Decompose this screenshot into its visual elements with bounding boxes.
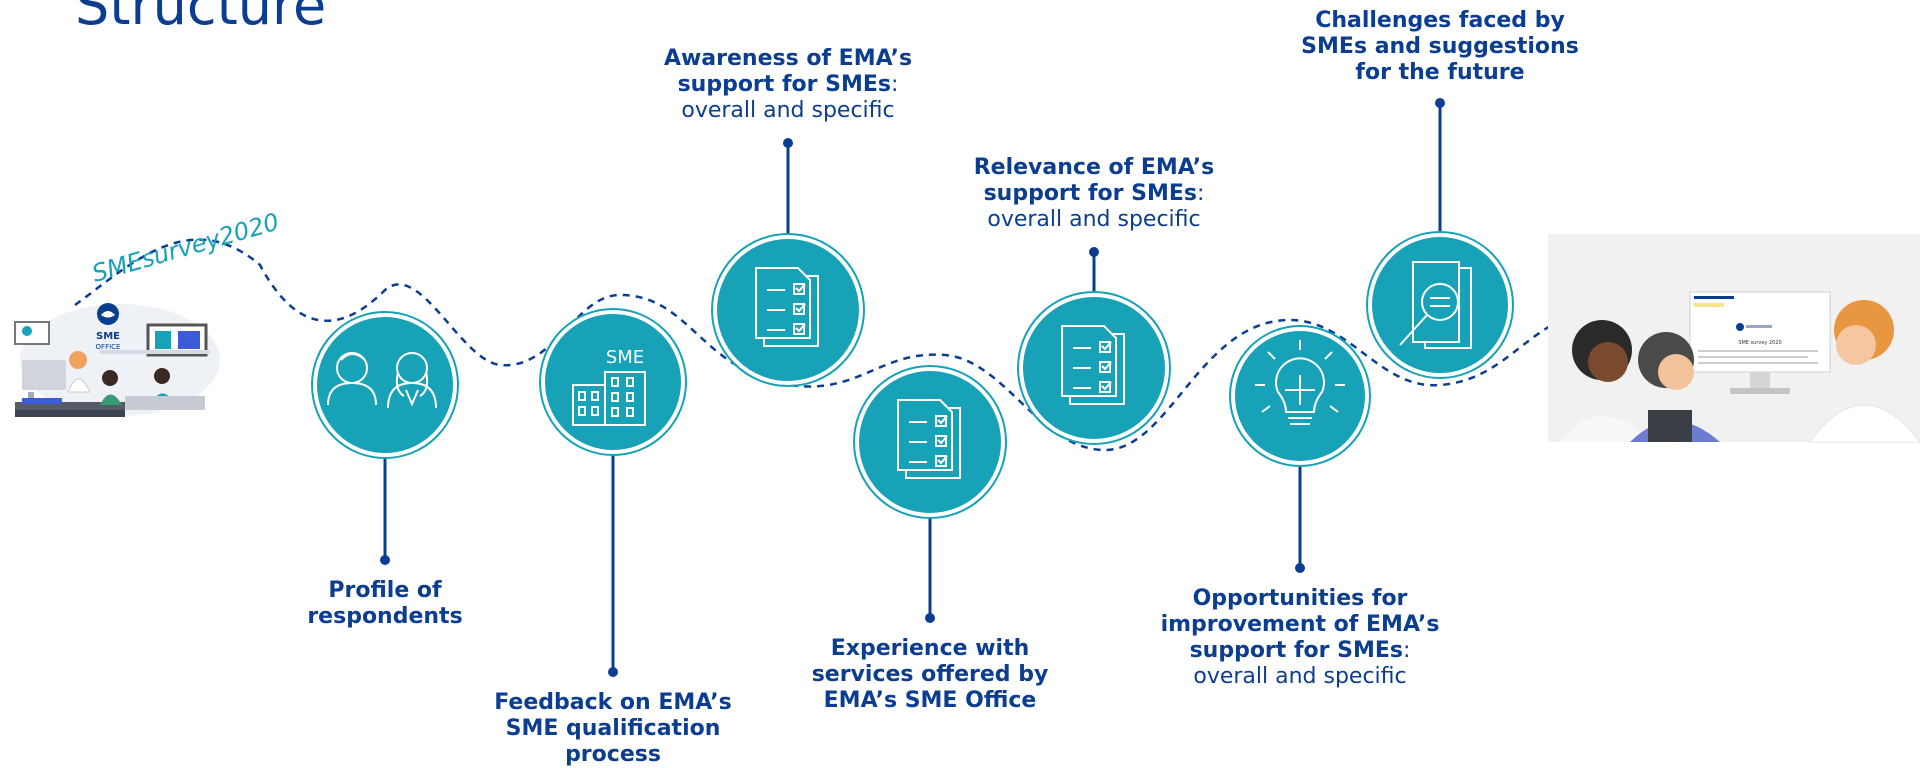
step-label-opportunities-line3: support for SMEs xyxy=(1189,638,1404,663)
step-label-relevance-line2: support for SMEs xyxy=(983,181,1198,206)
sme-office-badge-line1: SME xyxy=(96,331,120,342)
step-label-opportunities-line1: Opportunities for xyxy=(1192,586,1408,611)
step-label-experience: Experience with services offered by EMA’… xyxy=(765,636,1095,714)
survey-tag: SMEsurvey2020 xyxy=(89,208,282,288)
step-label-relevance: Relevance of EMA’s support for SMEs: ove… xyxy=(929,155,1259,233)
page-title: Structure xyxy=(75,0,327,37)
step-label-awareness-sub: overall and specific xyxy=(681,98,895,123)
step-label-awareness: Awareness of EMA’s support for SMEs: ove… xyxy=(623,46,953,124)
step-label-profile-line2: respondents xyxy=(307,604,463,629)
step-label-qualification: Feedback on EMA’s SME qualification proc… xyxy=(448,690,778,768)
step-label-profile-line1: Profile of xyxy=(328,578,442,603)
office-illustration: SME OFFICE xyxy=(14,303,220,417)
checklist-icon xyxy=(755,267,819,347)
step-label-qualification-line2: SME qualification xyxy=(505,716,721,741)
step-label-qualification-line3: process xyxy=(565,742,661,767)
svg-text:SME: SME xyxy=(606,347,644,368)
screen-mock-heading: SME survey 2020 xyxy=(1738,340,1781,346)
step-label-awareness-colon: : xyxy=(891,72,899,97)
step-label-relevance-colon: : xyxy=(1197,181,1205,206)
sme-building-icon: SME xyxy=(572,347,646,426)
document-search-icon xyxy=(1399,261,1472,349)
step-label-experience-line1: Experience with xyxy=(830,636,1030,661)
step-label-qualification-line1: Feedback on EMA’s xyxy=(494,690,732,715)
step-circles xyxy=(311,231,1514,519)
step-label-experience-line3: EMA’s SME Office xyxy=(823,688,1037,713)
checklist-icon xyxy=(897,399,961,479)
people-icon xyxy=(327,352,437,409)
sme-office-badge-line2: OFFICE xyxy=(96,343,121,351)
step-label-awareness-line2: support for SMEs xyxy=(677,72,892,97)
step-label-challenges-line3: for the future xyxy=(1355,60,1525,85)
step-label-opportunities-line2: improvement of EMA’s xyxy=(1160,612,1440,637)
step-label-opportunities: Opportunities for improvement of EMA’s s… xyxy=(1135,586,1465,690)
step-label-challenges-line2: SMEs and suggestions xyxy=(1301,34,1579,59)
step-label-profile: Profile of respondents xyxy=(220,578,550,630)
step-label-experience-line2: services offered by xyxy=(811,662,1049,687)
checklist-icon xyxy=(1061,325,1125,405)
step-label-awareness-line1: Awareness of EMA’s xyxy=(663,46,913,71)
step-label-challenges: Challenges faced by SMEs and suggestions… xyxy=(1275,8,1605,86)
step-label-opportunities-sub: overall and specific xyxy=(1193,664,1407,689)
step-circle-profile xyxy=(313,313,457,457)
step-label-challenges-line1: Challenges faced by xyxy=(1315,8,1565,33)
step-label-relevance-line1: Relevance of EMA’s xyxy=(973,155,1215,180)
survey-screen-illustration: SME survey 2020 xyxy=(1548,234,1920,443)
journey-path xyxy=(74,238,1691,452)
connector-dots xyxy=(380,98,1445,677)
lightbulb-icon xyxy=(1255,340,1345,425)
step-label-opportunities-colon: : xyxy=(1403,638,1411,663)
connectors xyxy=(383,103,1442,672)
step-label-relevance-sub: overall and specific xyxy=(987,207,1201,232)
